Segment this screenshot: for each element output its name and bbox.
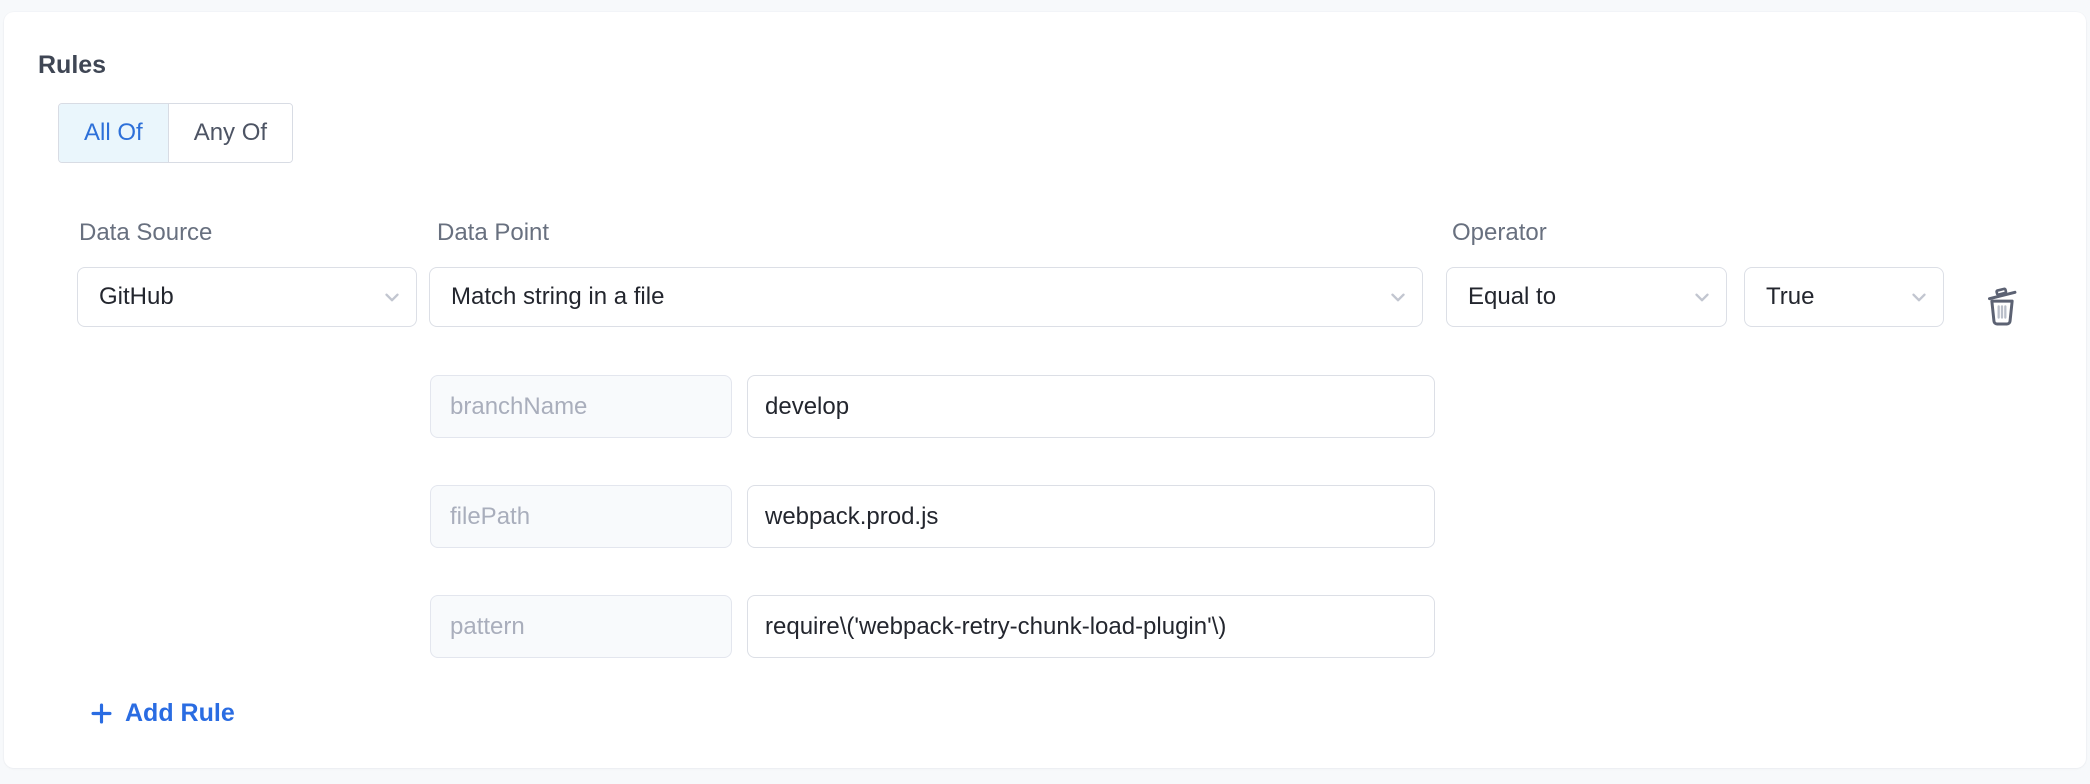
operator-value: Equal to xyxy=(1468,283,1557,310)
rules-heading: Rules xyxy=(38,51,107,79)
match-mode-toggle: All Of Any Of xyxy=(58,103,294,163)
param-value-pattern[interactable] xyxy=(747,595,1435,658)
expected-value-select[interactable]: True xyxy=(1744,267,1944,327)
operator-label: Operator xyxy=(1452,219,1547,246)
data-point-select[interactable]: Match string in a file xyxy=(429,267,1423,327)
param-key-pattern xyxy=(430,595,732,658)
match-mode-all-of[interactable]: All Of xyxy=(59,104,168,162)
trash-icon xyxy=(1981,283,2023,329)
param-key-branchname xyxy=(430,375,732,438)
expected-value: True xyxy=(1766,283,1815,310)
data-source-value: GitHub xyxy=(99,283,174,310)
add-rule-button[interactable]: Add Rule xyxy=(88,696,235,730)
rules-card: Rules All Of Any Of Data Source Data Poi… xyxy=(4,12,2086,768)
data-source-select[interactable]: GitHub xyxy=(77,267,417,327)
data-point-label: Data Point xyxy=(437,219,550,246)
operator-select[interactable]: Equal to xyxy=(1446,267,1727,327)
add-rule-label: Add Rule xyxy=(125,699,235,727)
data-point-value: Match string in a file xyxy=(451,283,665,310)
param-value-branchname[interactable] xyxy=(747,375,1435,438)
plus-icon xyxy=(88,700,115,727)
chevron-down-icon xyxy=(1387,286,1409,308)
chevron-down-icon xyxy=(1908,286,1930,308)
param-value-filepath[interactable] xyxy=(747,485,1435,548)
delete-rule-button[interactable] xyxy=(1976,278,2028,334)
chevron-down-icon xyxy=(381,286,403,308)
data-source-label: Data Source xyxy=(79,219,213,246)
chevron-down-icon xyxy=(1691,286,1713,308)
param-key-filepath xyxy=(430,485,732,548)
match-mode-any-of[interactable]: Any Of xyxy=(167,104,293,162)
